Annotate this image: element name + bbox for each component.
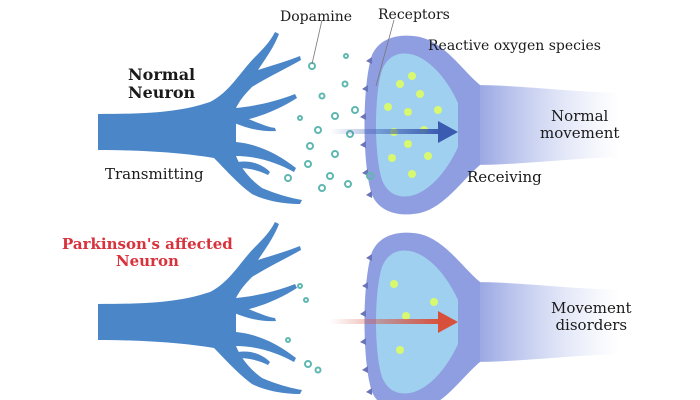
normal-neuron-line2: Neuron bbox=[128, 83, 196, 103]
receptors-label: Receptors bbox=[378, 7, 450, 23]
normal-neuron-line1: Normal bbox=[128, 65, 196, 84]
normal-movement-label: Normal movement bbox=[540, 107, 620, 143]
impaired-signal-arrow bbox=[330, 311, 458, 333]
movement-disorders-line2: disorders bbox=[555, 316, 628, 335]
movement-disorders-label: Movement disorders bbox=[551, 299, 632, 335]
affected-neuron-graphic bbox=[98, 222, 620, 400]
reactive-oxygen-species bbox=[384, 72, 442, 178]
parkinsons-affected-neuron-label: Parkinson's affected Neuron bbox=[62, 235, 233, 271]
parkinsons-line2: Neuron bbox=[115, 252, 179, 271]
transmitting-label: Transmitting bbox=[105, 165, 204, 183]
normal-neuron-graphic bbox=[98, 19, 620, 215]
movement-disorders-line1: Movement bbox=[551, 299, 632, 317]
receptors-pointer bbox=[375, 19, 395, 87]
dopamine-molecules-sparse bbox=[285, 283, 322, 374]
normal-signal-arrow bbox=[330, 121, 458, 143]
reactive-oxygen-species-sparse bbox=[390, 280, 438, 354]
dopamine-label: Dopamine bbox=[280, 9, 353, 25]
reactive-oxygen-species-label: Reactive oxygen species bbox=[428, 38, 601, 54]
normal-neuron-label: Normal Neuron bbox=[128, 65, 196, 103]
dopamine-molecules bbox=[284, 53, 374, 192]
receiving-label: Receiving bbox=[467, 168, 542, 186]
parkinsons-line1: Parkinson's affected bbox=[62, 235, 233, 253]
normal-movement-line2: movement bbox=[540, 124, 620, 143]
normal-movement-line1: Normal bbox=[551, 107, 609, 125]
dopamine-pointer bbox=[311, 19, 323, 65]
